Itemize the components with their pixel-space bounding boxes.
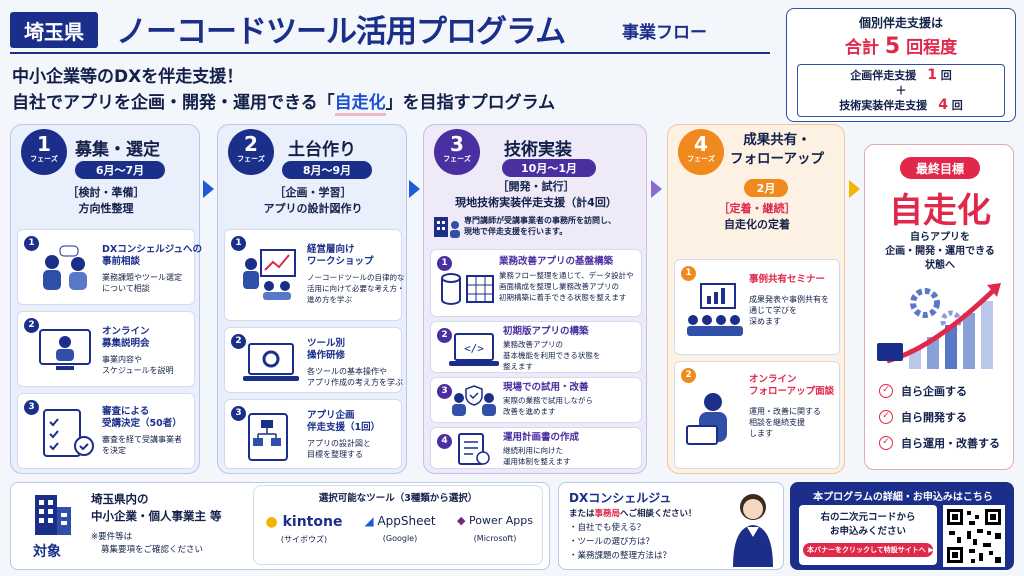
- growth-chart-icon: [877, 283, 1001, 369]
- check-icon: ✓: [879, 436, 893, 450]
- goal-description: 自らアプリを 企画・開発・運用できる 状態へ: [885, 232, 995, 271]
- seminar-icon: [687, 283, 743, 336]
- phase-1-step-3: 3 審査による 受講決定（50者） 審査を経て受講事業者 を決定: [17, 393, 195, 469]
- phase-3-step-4: 4 運用計画書の作成 継続利用に向けた 運用体制を整えます: [430, 427, 642, 469]
- target-note: ※要件等は募集要項をご確認ください: [91, 532, 204, 555]
- final-goal-card: 最終目標 自走化 自らアプリを 企画・開発・運用できる 状態へ ✓ 自ら企画する …: [864, 144, 1014, 470]
- phase-1-step-2: 2 オンライン 募集説明会 事業内容や スケジュールを説明: [17, 311, 195, 387]
- apply-site-link[interactable]: 本バナーをクリックして特設サイトへ ▶: [803, 543, 934, 557]
- flow-arrow-4: [849, 180, 860, 198]
- phase-2-tag: ［企画・学習］アプリの設計図作り: [263, 186, 363, 215]
- concierge-questions: ・自社でも使える？・ツールの選び方は？・業務課題の整理方法は？: [569, 523, 672, 561]
- kintone-logo-icon: ●: [265, 514, 278, 530]
- flowchart-icon: [248, 413, 288, 461]
- support-total: 合計 5 回程度: [844, 34, 958, 59]
- goal-check-1: 自ら企画する: [901, 385, 967, 398]
- goal-title: 自走化: [889, 191, 991, 231]
- tool-powerapps: ◆ Power Apps (Microsoft): [457, 514, 533, 543]
- goal-check-list: ✓ 自ら企画する ✓ 自ら開発する ✓ 自ら運用・改善する: [879, 383, 1000, 451]
- phase-3-step-1: 1 業務改善アプリの基盤構築 業務フロー整理を通じて、データ設計や 画面構成を整…: [430, 249, 642, 317]
- apply-banner[interactable]: 本プログラムの詳細・お申込みはこちら 右の二次元コードからお申込みください 本バ…: [790, 482, 1014, 570]
- prefecture-badge: 埼玉県: [10, 12, 98, 48]
- goal-check-3: 自ら運用・改善する: [901, 437, 1000, 450]
- lead-highlight: 自走化: [334, 93, 386, 116]
- phase-2-step-2: 2 ツール別 操作研修 各ツールの基本操作や アプリ作成の考え方を学ぶ: [224, 327, 403, 393]
- qr-code-icon[interactable]: [943, 505, 1005, 567]
- phase-1-step-1: 1 DXコンシェルジュへの 事前相談 業務課題やツール選定 について相談: [17, 229, 202, 305]
- code-laptop-icon: </>: [449, 333, 499, 366]
- phase-4-step-2: 2 オンライン フォローアップ面談 運用・改善に関する 相談を継続支援 します: [674, 361, 840, 469]
- phase-1-tag: ［検討・準備］方向性整理: [67, 186, 145, 215]
- goal-check-2: 自ら開発する: [901, 411, 967, 424]
- lead-line-1: 中小企業等のDXを伴走支援！: [12, 67, 244, 87]
- concierge-panel: DXコンシェルジュ または事務局へご相談ください！ ・自社でも使える？・ツールの…: [558, 482, 784, 570]
- support-breakdown: 企画伴走支援 1 回 ＋ 技術実装伴走支援 4 回: [797, 64, 1005, 117]
- tool-appsheet: ◢ AppSheet (Google): [364, 514, 436, 543]
- workshop-icon: [243, 249, 296, 300]
- building-icon: [35, 495, 71, 535]
- concierge-person-icon: [733, 494, 773, 567]
- goal-badge: 最終目標: [900, 157, 980, 179]
- building-person-icon: [434, 217, 460, 238]
- page-title: ノーコードツール活用プログラム: [116, 14, 566, 50]
- check-icon: ✓: [879, 410, 893, 424]
- target-tools-panel: 対象 埼玉県内の中小企業・個人事業主 等 ※要件等は募集要項をご確認ください 選…: [10, 482, 550, 570]
- phase-3-note: 専門講師が受講事業者の事務所を訪問し、 現地で伴走支援を行います。: [464, 216, 616, 236]
- laptop-gear-icon: [243, 343, 299, 381]
- lead-text: 中小企業等のDXを伴走支援！ 自社でアプリを企画・開発・運用できる「自走化」を目…: [12, 64, 555, 116]
- flow-arrow-1: [203, 180, 214, 198]
- phase-1-title: 募集・選定: [75, 140, 160, 160]
- phase-2-title: 土台作り: [288, 140, 356, 160]
- check-icon: ✓: [879, 384, 893, 398]
- apply-text-box: 右の二次元コードからお申込みください 本バナーをクリックして特設サイトへ ▶: [799, 505, 937, 565]
- target-description: 埼玉県内の中小企業・個人事業主 等: [91, 492, 222, 523]
- concierge-title: DXコンシェルジュ: [569, 491, 672, 505]
- flow-arrow-2: [409, 180, 420, 198]
- phase-2-step-1: 1 経営層向け ワークショップ ノーコードツールの自律的な 活用に向けて必要な考…: [224, 229, 405, 321]
- appsheet-logo-icon: ◢: [364, 514, 374, 528]
- phase-3-step-3: 3 現場での試用・改善 実際の業務で試用しながら 改善を進めます: [430, 377, 642, 423]
- phase-4-step-1: 1 事例共有セミナー 成果発表や事例共有を 通じて学びを 深めます: [674, 259, 840, 355]
- consultation-icon: [43, 245, 87, 290]
- phase-3-step-2: 2 </> 初期版アプリの構築 業務改善アプリの 基本機能を利用できる状態を 整…: [430, 321, 642, 373]
- checklist-icon: [43, 409, 94, 457]
- database-grid-icon: [441, 273, 494, 306]
- phase-4-title: 成果共有・ フォローアップ: [730, 132, 824, 167]
- phase-2-period: 8月〜9月: [282, 161, 372, 179]
- document-icon: [458, 433, 490, 465]
- phase-4-period: 2月: [744, 179, 788, 197]
- page-subtitle: 事業フロー: [622, 23, 707, 43]
- phase-3-title: 技術実装: [504, 140, 572, 160]
- powerapps-logo-icon: ◆: [457, 514, 466, 527]
- concierge-invite: または事務局へご相談ください！: [569, 509, 697, 519]
- phase-4-tag: ［定着・継続］自走化の定着: [718, 202, 796, 231]
- tools-box: 選択可能なツール（3種類から選択） ● kintone (サイボウズ) ◢ Ap…: [253, 485, 543, 565]
- tool-kintone: ● kintone (サイボウズ): [265, 514, 343, 544]
- phase-3-period: 10月〜1月: [502, 159, 596, 177]
- lead-line-2: 自社でアプリを企画・開発・運用できる「自走化」を目指すプログラム: [12, 90, 555, 116]
- support-heading: 個別伴走支援は: [858, 16, 943, 30]
- tools-heading: 選択可能なツール（3種類から選択）: [318, 493, 478, 504]
- online-briefing-icon: [39, 329, 91, 370]
- phase-2-step-3: 3 アプリ企画 伴走支援（1回） アプリの設計図と 目標を整理する: [224, 399, 402, 469]
- apply-heading: 本プログラムの詳細・お申込みはこちら: [813, 492, 993, 503]
- phase-1-period: 6月〜7月: [75, 161, 165, 179]
- online-meeting-icon: [686, 393, 727, 445]
- title-underline: [10, 52, 770, 54]
- team-shield-icon: [452, 385, 496, 416]
- target-label: 対象: [33, 544, 61, 560]
- phase-3-tag: ［開発・試行］現地技術実装伴走支援（計4回）: [455, 180, 617, 209]
- svg-text:</>: </>: [464, 342, 484, 355]
- support-summary-box: 個別伴走支援は 合計 5 回程度 企画伴走支援 1 回 ＋ 技術実装伴走支援 4…: [786, 8, 1016, 122]
- flow-arrow-3: [651, 180, 662, 198]
